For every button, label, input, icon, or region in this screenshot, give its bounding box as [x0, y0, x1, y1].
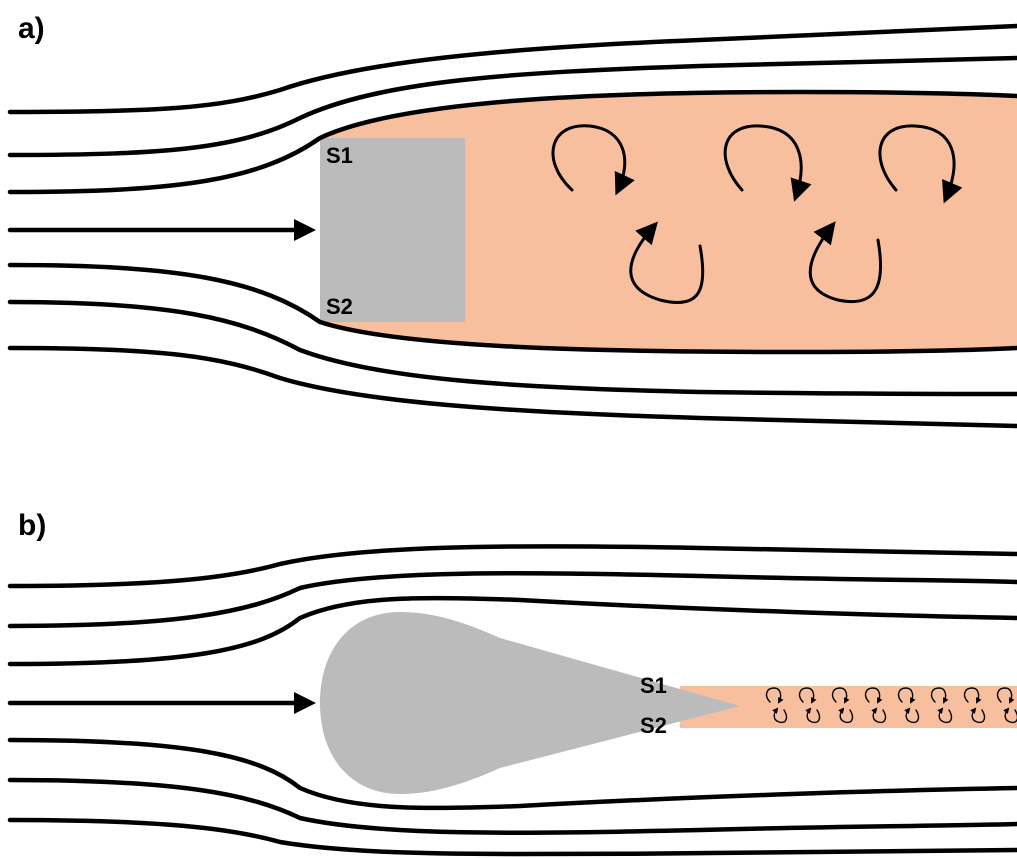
- separation-point-s2-b: S2: [640, 713, 667, 738]
- panel-b: b) S1 S2: [10, 509, 1017, 854]
- streamline-a-6: [10, 348, 1017, 426]
- separation-point-s1-b: S1: [640, 673, 667, 698]
- separation-point-s1-a: S1: [326, 143, 353, 168]
- teardrop-body: [320, 612, 740, 794]
- panel-b-label: b): [18, 509, 46, 542]
- panel-a-label: a): [18, 12, 45, 45]
- panel-a: a) S1 S2: [10, 12, 1017, 426]
- separation-point-s2-a: S2: [326, 294, 353, 319]
